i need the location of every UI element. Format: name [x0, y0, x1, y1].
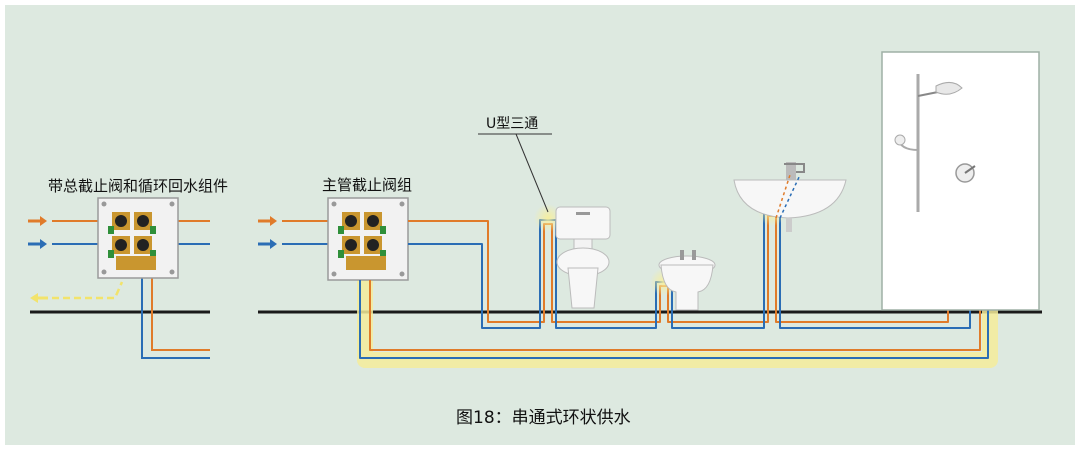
- bidet-icon: [658, 250, 716, 311]
- cold-inlet-arrow-icon: [28, 239, 47, 249]
- toilet-tee-glow: [534, 204, 562, 232]
- left-hot-down-pipe: [151, 278, 210, 351]
- shower-icon: [881, 51, 1040, 311]
- hot-inlet-arrow-icon: [28, 216, 47, 226]
- left-manifold-valve-icon: [97, 197, 179, 279]
- figure-caption: 图18：串通式环状供水: [456, 408, 631, 428]
- left-cold-down-pipe: [141, 278, 210, 359]
- toilet-icon: [555, 206, 611, 309]
- main-manifold-valve-icon: [327, 197, 409, 281]
- u-tee-label: U型三通: [486, 116, 538, 132]
- u-tee-leader: [515, 133, 549, 213]
- basin-cold-dashed: [779, 174, 801, 219]
- return-outlet-arrow-icon: [30, 293, 48, 303]
- main-cold-inlet-arrow-icon: [258, 239, 277, 249]
- main-hot-inlet-arrow-icon: [258, 216, 277, 226]
- main-valve-label: 主管截止阀组: [322, 176, 412, 194]
- left-unit-label: 带总截止阀和循环回水组件: [48, 177, 228, 195]
- basin-hot-dashed: [775, 174, 791, 219]
- washbasin-icon: [733, 162, 847, 232]
